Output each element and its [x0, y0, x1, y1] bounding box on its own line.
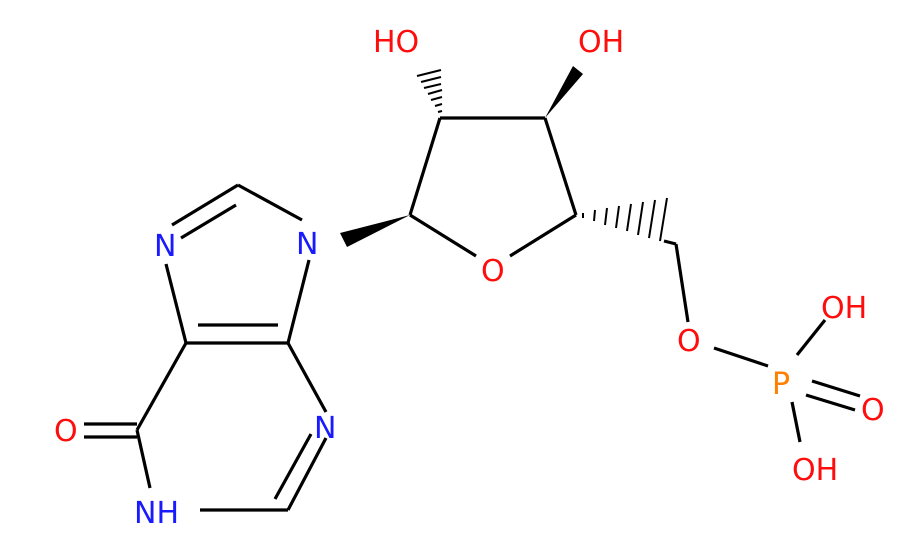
- bond-c4-n3: [286, 342, 328, 413]
- stereo-bonds: [340, 66, 677, 247]
- atom-oh-p-top: OH: [821, 291, 867, 326]
- bond-n9-c4: [286, 259, 311, 344]
- atom-n1h: NH: [134, 496, 179, 531]
- bond-c3-c4: [543, 117, 578, 216]
- atom-ho-c2: HO: [373, 25, 419, 60]
- atom-o-ring: O: [481, 254, 505, 289]
- bond-c4-o4: [509, 213, 577, 258]
- bond-n3-c2-double: [273, 433, 313, 500]
- bond-p-oh-bottom: [790, 401, 802, 443]
- bond-c8-n7: [171, 183, 239, 227]
- atom-labels: N N N NH O HO OH O O P OH O OH: [54, 25, 885, 531]
- bond-c8-n9: [237, 183, 303, 222]
- atom-p: P: [772, 367, 790, 402]
- bond-n1-c6: [135, 429, 152, 489]
- hash-c4-c5: [582, 197, 668, 242]
- bond-p-o-double-b: [805, 393, 856, 412]
- atom-o-p-double: O: [861, 393, 885, 428]
- wedge-c1-n9: [340, 215, 410, 247]
- wedge-c3-oh: [545, 66, 583, 118]
- bond-c6-c5: [135, 342, 188, 431]
- bond-n3-c2: [286, 437, 328, 511]
- atom-o-keto: O: [54, 414, 78, 449]
- bond-o5-p: [713, 346, 769, 368]
- bond-c8-n7-double: [180, 203, 237, 240]
- atom-n9: N: [296, 227, 318, 262]
- atom-oh-c3: OH: [578, 25, 624, 60]
- bond-c5-stub: [663, 239, 677, 246]
- bond-o4-c1: [409, 213, 477, 258]
- bond-p-o-double-a: [811, 379, 861, 398]
- hash-c2-oh: [416, 69, 443, 113]
- bonds: [84, 116, 861, 512]
- atom-o-ester: O: [677, 324, 701, 359]
- atom-n3: N: [314, 411, 336, 446]
- atom-oh-p-bottom: OH: [792, 453, 838, 488]
- bond-c1-c2: [408, 117, 442, 216]
- atom-n7: N: [154, 229, 176, 264]
- bond-p-oh-top: [795, 319, 827, 356]
- bond-n7-c5: [164, 263, 188, 344]
- bond-c5-o5: [674, 243, 690, 323]
